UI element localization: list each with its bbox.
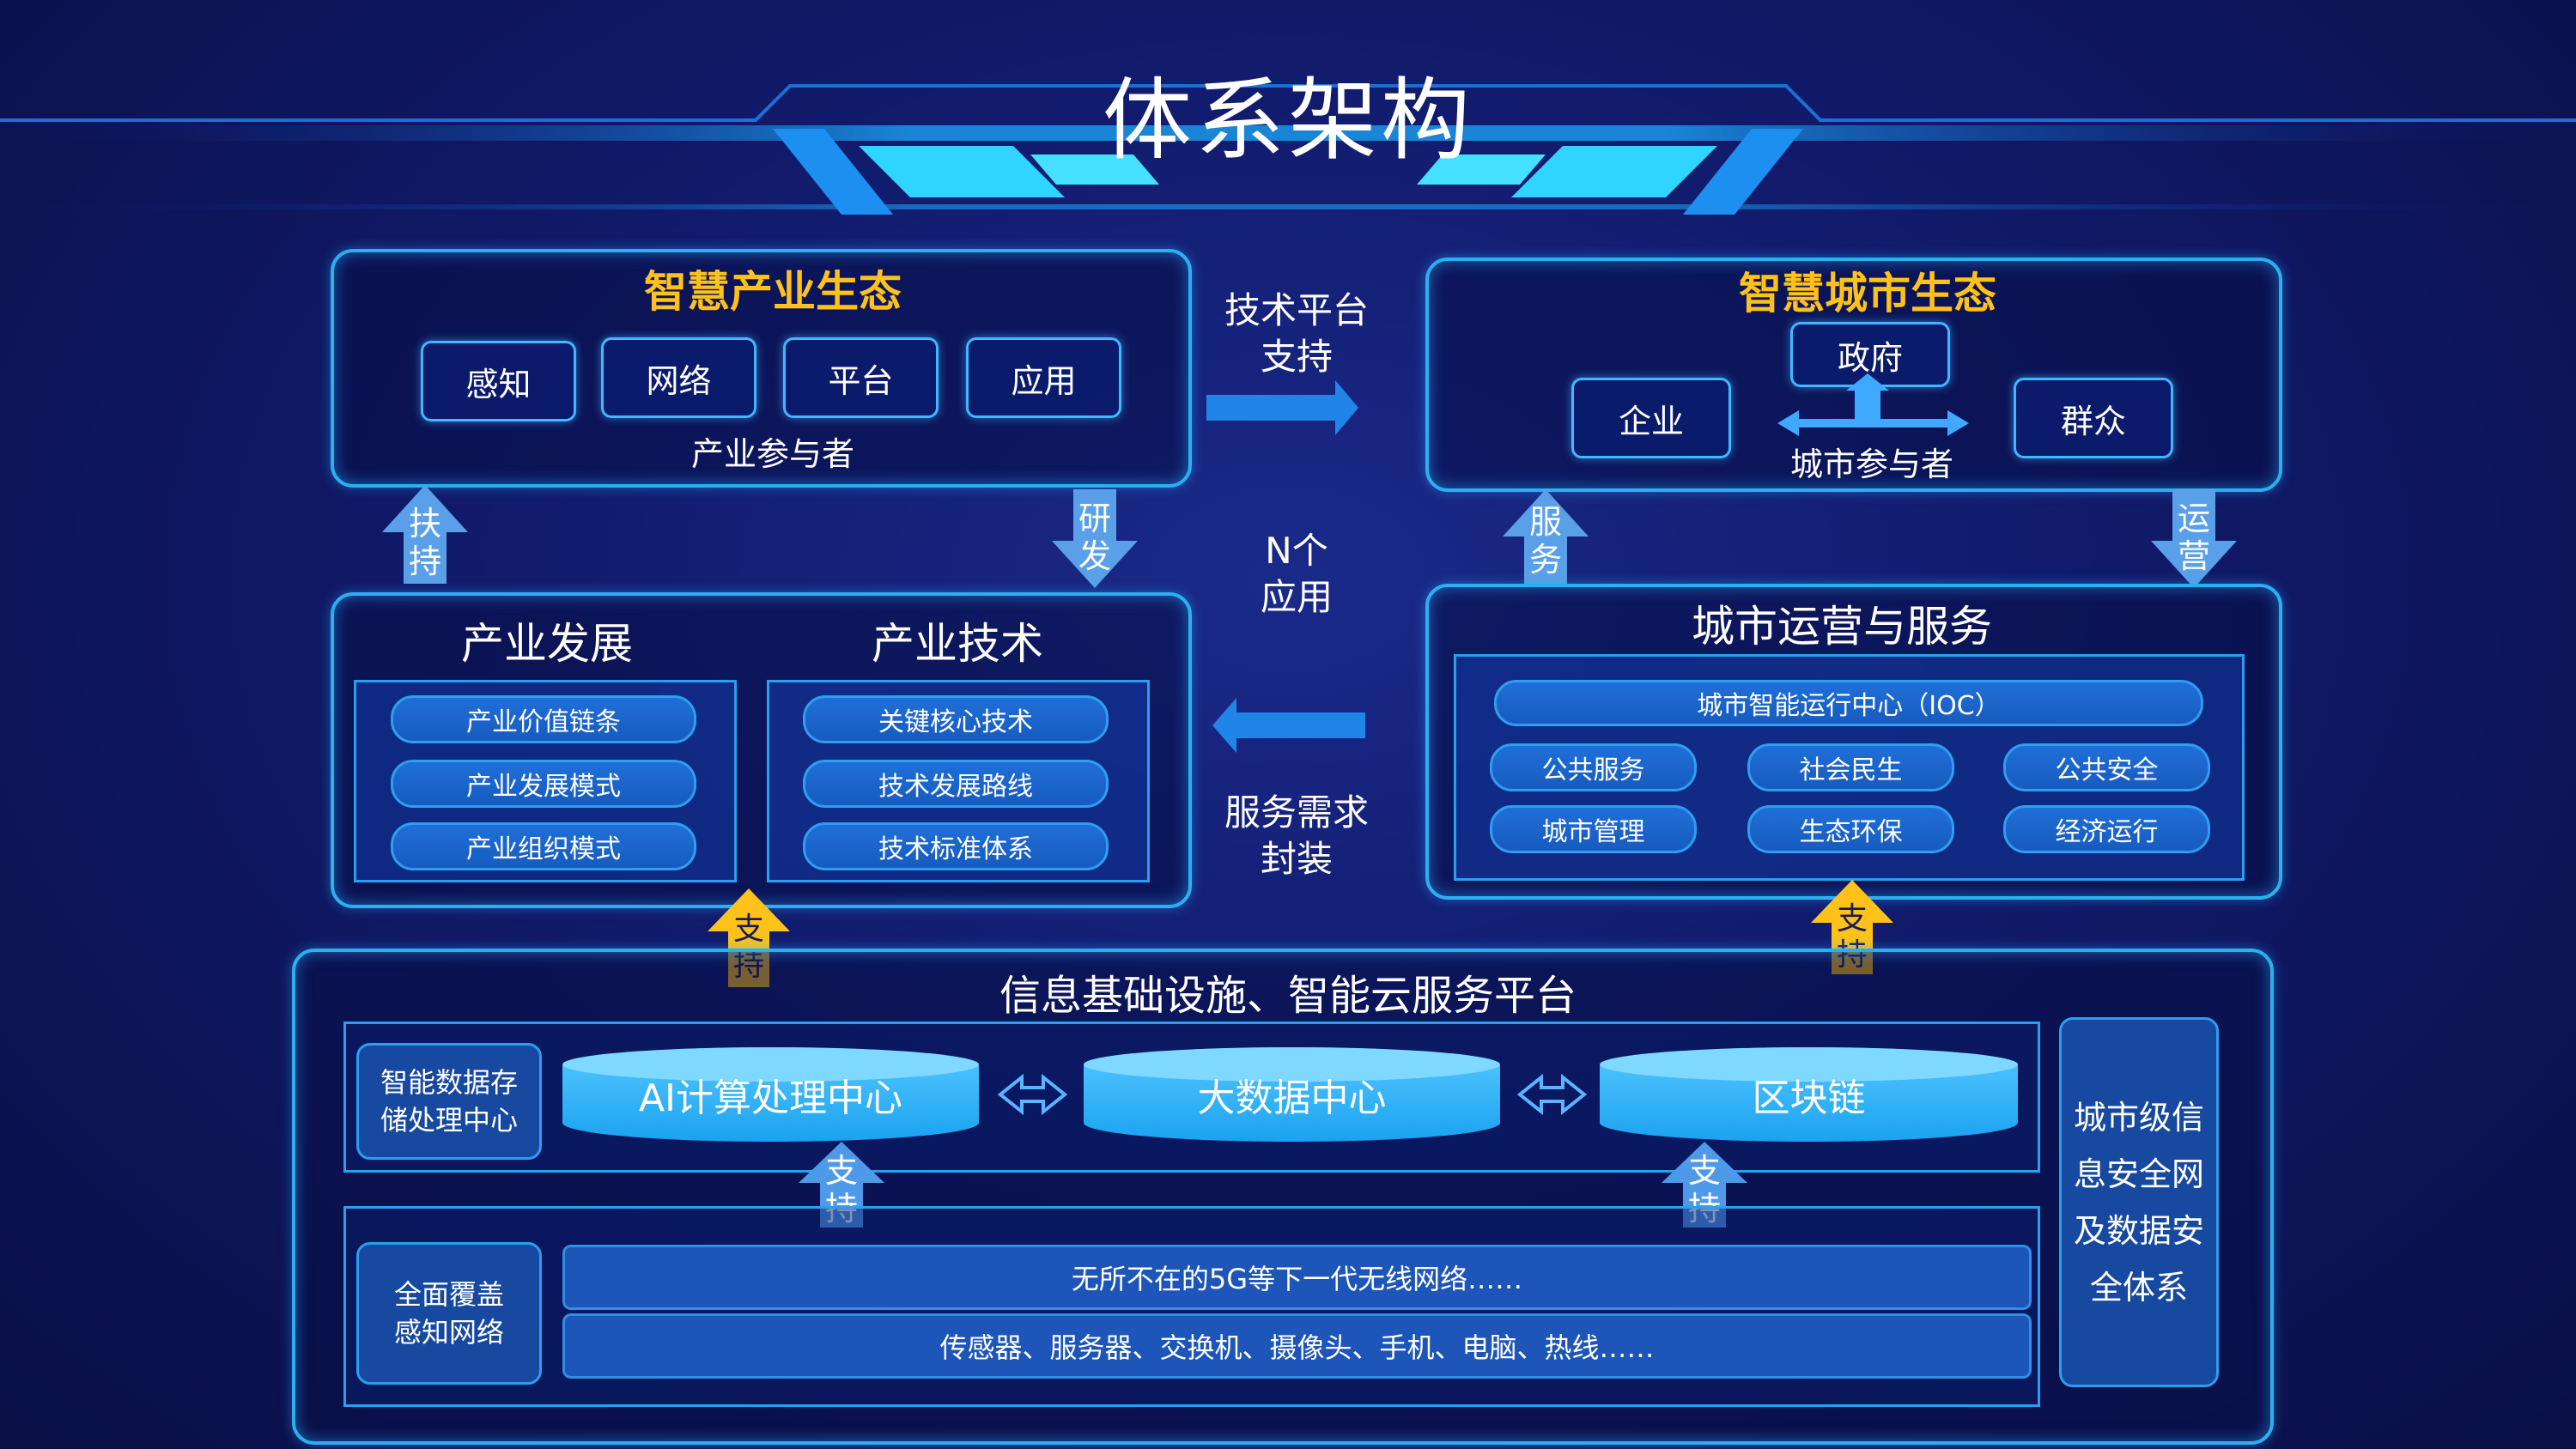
blockchain: 区块链 bbox=[1600, 1047, 2018, 1142]
item-public-security: 公共安全 bbox=[2003, 743, 2210, 791]
storage-center: 智能数据存 储处理中心 bbox=[356, 1043, 542, 1160]
item-tech-route: 技术发展路线 bbox=[803, 760, 1109, 808]
chip-application: 应用 bbox=[966, 337, 1121, 418]
wireless-network-row: 无所不在的5G等下一代无线网络…… bbox=[562, 1245, 2032, 1310]
item-core-tech: 关键核心技术 bbox=[803, 695, 1109, 743]
chip-sensing: 感知 bbox=[421, 341, 576, 421]
industry-ecosystem-title: 智慧产业生态 bbox=[644, 267, 902, 317]
item-social-livelihood: 社会民生 bbox=[1747, 743, 1954, 791]
item-tech-standard: 技术标准体系 bbox=[803, 822, 1109, 870]
middle-arrows bbox=[382, 380, 2237, 753]
service-demand-note: 服务需求 封装 bbox=[1224, 791, 1369, 880]
arrow-label-operate: 运 营 bbox=[2177, 500, 2210, 575]
item-eco-environment: 生态环保 bbox=[1747, 805, 1954, 853]
item-city-management: 城市管理 bbox=[1490, 805, 1697, 853]
page-title: 体系架构 bbox=[1102, 68, 1473, 173]
infra-title: 信息基础设施、智能云服务平台 bbox=[999, 972, 1577, 1020]
city-connector-arrows bbox=[1777, 373, 1969, 436]
item-public-service: 公共服务 bbox=[1490, 743, 1697, 791]
big-data-center: 大数据中心 bbox=[1084, 1047, 1500, 1142]
chip-public: 群众 bbox=[2014, 378, 2173, 458]
arrow-label-service: 服 务 bbox=[1528, 503, 1562, 579]
ioc-bar: 城市智能运行中心（IOC） bbox=[1494, 680, 2203, 726]
city-ops-title: 城市运营与服务 bbox=[1692, 602, 1992, 652]
n-applications-note: N个 应用 bbox=[1260, 530, 1333, 618]
city-ecosystem-title: 智慧城市生态 bbox=[1739, 269, 1996, 318]
item-economic-operation: 经济运行 bbox=[2003, 805, 2210, 853]
item-org-mode: 产业组织模式 bbox=[391, 822, 696, 870]
industry-tech-title: 产业技术 bbox=[872, 619, 1043, 669]
header-decoration bbox=[0, 84, 2576, 215]
chip-enterprise: 企业 bbox=[1571, 378, 1731, 458]
security-system: 城市级信 息安全网 及数据安 全体系 bbox=[2059, 1017, 2219, 1387]
item-value-chain: 产业价值链条 bbox=[391, 695, 696, 743]
arrow-label-rd: 研 发 bbox=[1078, 500, 1111, 575]
city-participants-label: 城市参与者 bbox=[1789, 446, 1953, 483]
tech-support-note: 技术平台 支持 bbox=[1224, 289, 1369, 378]
arrow-label-support: 扶 持 bbox=[408, 505, 441, 580]
industry-participants-label: 产业参与者 bbox=[690, 435, 854, 473]
ai-computing-center: AI计算处理中心 bbox=[562, 1047, 979, 1142]
chip-network: 网络 bbox=[601, 337, 756, 418]
industry-dev-title: 产业发展 bbox=[461, 619, 633, 669]
chip-platform: 平台 bbox=[783, 337, 939, 418]
sensing-network: 全面覆盖 感知网络 bbox=[356, 1242, 542, 1385]
devices-row: 传感器、服务器、交换机、摄像头、手机、电脑、热线…… bbox=[562, 1313, 2032, 1379]
item-dev-mode: 产业发展模式 bbox=[391, 760, 696, 808]
